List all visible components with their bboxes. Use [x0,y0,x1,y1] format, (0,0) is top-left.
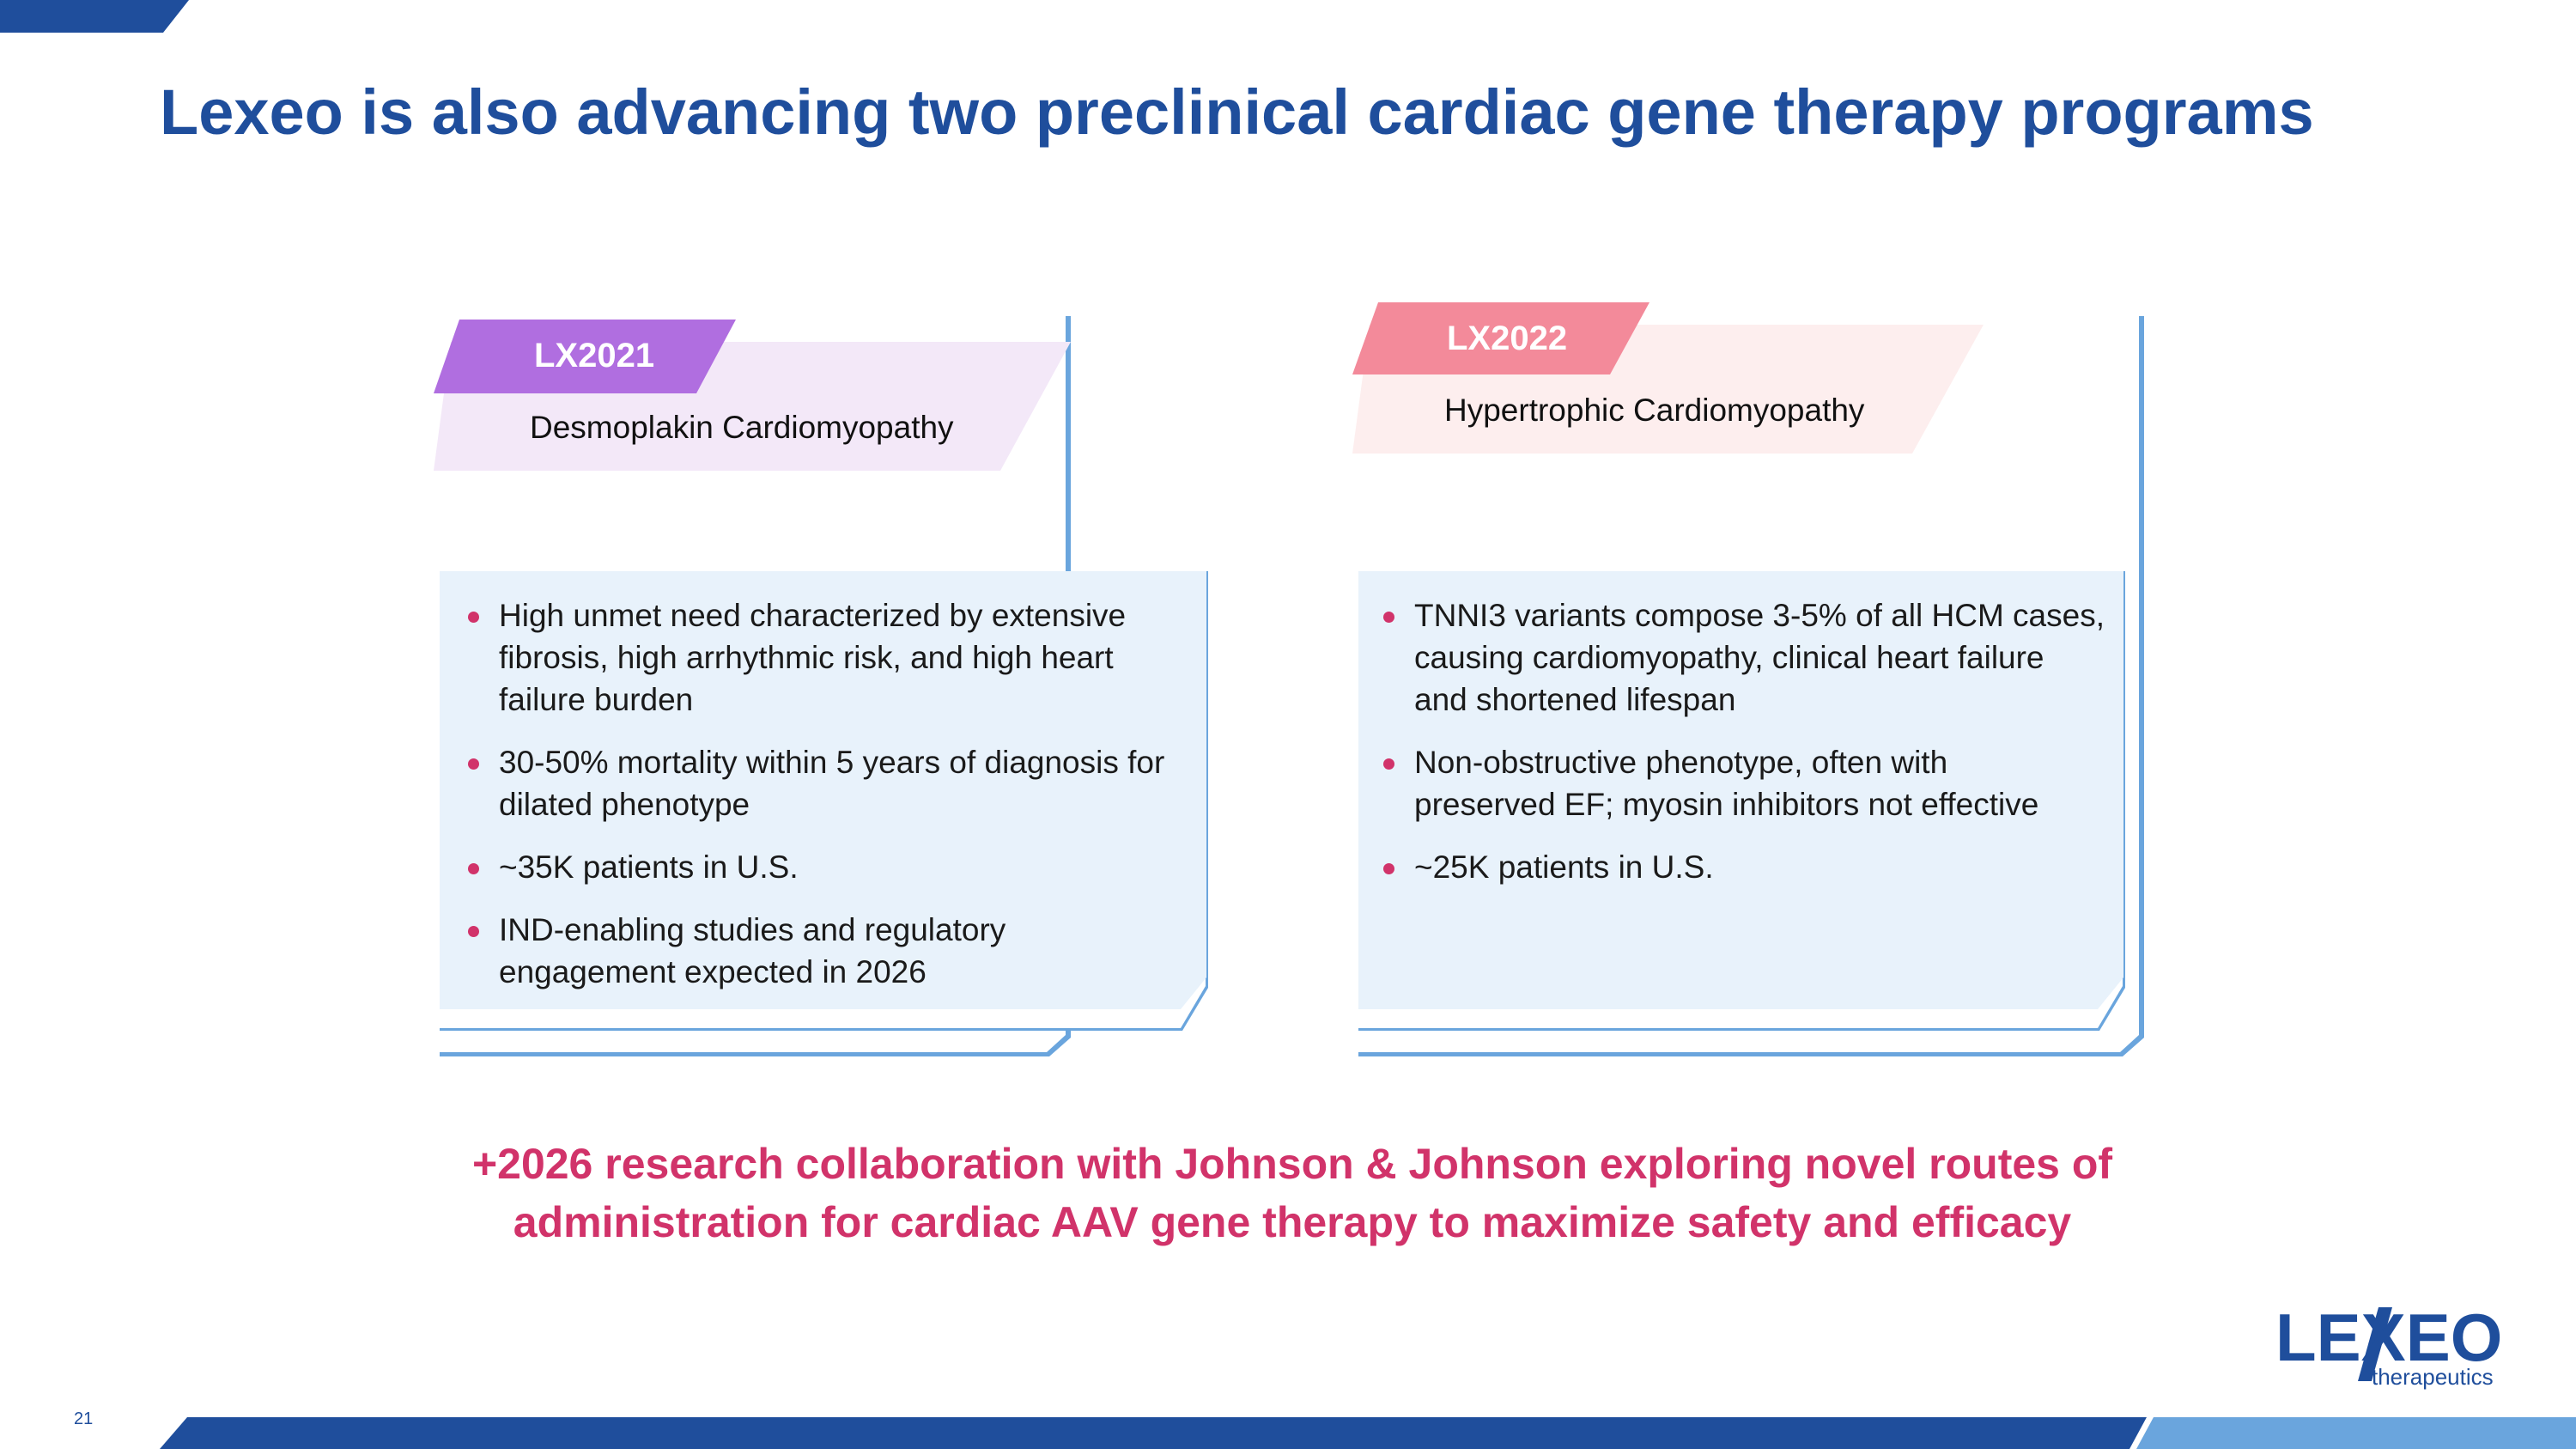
lexeo-logo: LEXEO therapeutics [2275,1300,2502,1390]
program-bullet-list: TNNI3 variants compose 3-5% of all HCM c… [1380,594,2136,909]
program-card-frame [1352,302,2144,1056]
bullet-dot-icon [468,926,479,937]
svg-text:therapeutics: therapeutics [2372,1364,2494,1390]
page-number: 21 [74,1409,94,1428]
slide-title: Lexeo is also advancing two preclinical … [160,76,2314,148]
program-card-frame [434,316,1208,1056]
bullet-item: 30-50% mortality within 5 years of diagn… [465,741,1203,825]
bullet-dot-icon [1383,612,1394,623]
program-bullet-list: High unmet need characterized by extensi… [465,594,1203,1014]
footer-bar [160,1417,2576,1449]
program-code-badge: LX2021 [534,337,655,374]
bullet-dot-icon [468,863,479,874]
program-card-lx2021: LX2021 Desmoplakin Cardiomyopathy High u… [434,301,1236,1056]
bullet-dot-icon [1383,758,1394,770]
bullet-item: ~35K patients in U.S. [465,846,1203,888]
collaboration-callout-line-1: +2026 research collaboration with Johnso… [471,1140,2113,1188]
program-card-lx2022: LX2022 Hypertrophic Cardiomyopathy TNNI3… [1352,301,2155,1056]
bullet-dot-icon [468,758,479,770]
bullet-item: High unmet need characterized by extensi… [465,594,1203,721]
bullet-item: ~25K patients in U.S. [1380,846,2136,888]
bullet-dot-icon [468,612,479,623]
bullet-dot-icon [1383,863,1394,874]
top-corner-accent [0,0,189,33]
program-indication: Desmoplakin Cardiomyopathy [530,410,954,445]
bullet-item: IND-enabling studies and regulatory enga… [465,909,1203,993]
program-code-badge: LX2022 [1447,320,1568,357]
collaboration-callout-line-2: administration for cardiac AAV gene ther… [513,1198,2072,1246]
bullet-item: TNNI3 variants compose 3-5% of all HCM c… [1380,594,2136,721]
bullet-item: Non-obstructive phenotype, often with pr… [1380,741,2136,825]
program-indication: Hypertrophic Cardiomyopathy [1444,393,1865,428]
svg-text:LEXEO: LEXEO [2275,1300,2502,1375]
